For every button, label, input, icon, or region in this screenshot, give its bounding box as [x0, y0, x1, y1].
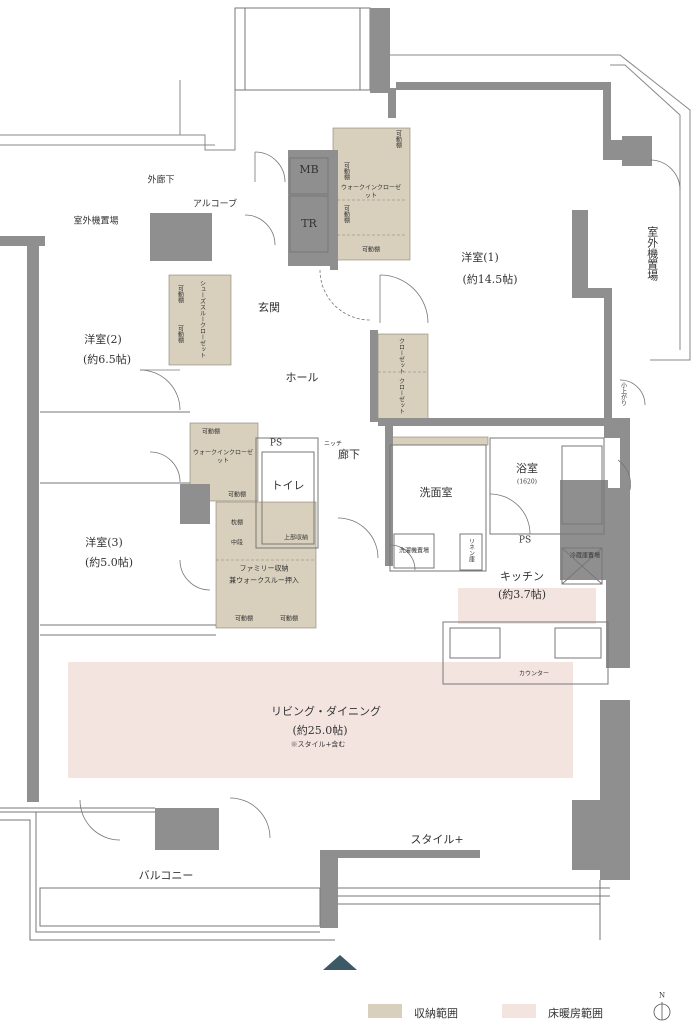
- floor-heating-living: [68, 662, 573, 778]
- room-living-area: (約25.0帖): [292, 724, 348, 738]
- label-wic-room2: ウォークインクローゼット: [193, 449, 254, 465]
- label-niche: ニッチ: [323, 440, 343, 448]
- label-pillow-shelf: 枕棚: [230, 519, 244, 527]
- label-wic-main: ウォークインクローゼット: [341, 184, 402, 200]
- room-western2-name: 洋室(2): [84, 333, 122, 347]
- label-movable-shelf-h: 可動棚: [342, 162, 350, 180]
- label-movable-shelf-i: 可動棚: [342, 205, 350, 223]
- room-western3-area: (約5.0帖): [84, 556, 134, 570]
- exterior-louvers: [234, 7, 371, 91]
- room-entrance: 玄関: [258, 301, 280, 315]
- room-kitchen-name: キッチン: [500, 570, 544, 584]
- label-shoe-closet: シューズスルークローゼット: [198, 280, 206, 358]
- label-tr: TR: [301, 217, 317, 231]
- legend-heating-swatch: [502, 1004, 536, 1018]
- room-balcony: バルコニー: [138, 869, 194, 883]
- room-bathroom-name: 浴室: [516, 462, 538, 476]
- room-western2-area: (約6.5帖): [82, 353, 132, 367]
- label-mb: MB: [299, 163, 319, 177]
- room-western1-name: 洋室(1): [461, 251, 499, 265]
- room-corridor: 廊下: [338, 448, 360, 462]
- label-movable-shelf-a: 可動棚: [361, 246, 381, 254]
- walls: [0, 8, 652, 928]
- entrance-arrow: [323, 955, 357, 970]
- label-outdoor-unit-right: 室外機置場: [645, 226, 659, 281]
- label-alcove: アルコーブ: [192, 199, 238, 210]
- legend-heating-label: 床暖房範囲: [548, 1007, 603, 1020]
- room-toilet: トイレ: [271, 479, 305, 493]
- label-movable-shelf-d: 可動棚: [234, 615, 254, 623]
- room-western3-name: 洋室(3): [85, 536, 123, 550]
- label-outer-corridor: 外廊下: [147, 175, 175, 186]
- label-upper-storage: 上部収納: [283, 534, 309, 542]
- room-bathroom-size: (1620): [517, 478, 537, 486]
- label-movable-shelf-g: 可動棚: [176, 325, 184, 343]
- doors: [79, 151, 681, 841]
- shelf-lines: [216, 199, 428, 561]
- label-family-storage: ファミリー収納: [239, 564, 289, 573]
- floor-heating-kitchen: [458, 588, 596, 624]
- legend-storage-label: 収納範囲: [414, 1007, 458, 1020]
- label-ps-b: PS: [518, 535, 532, 546]
- label-closet2: クローゼット: [397, 378, 405, 414]
- label-washing-machine: 洗濯機置場: [398, 547, 429, 555]
- room-hall: ホール: [285, 371, 319, 385]
- label-counter: カウンター: [518, 670, 550, 678]
- room-washroom: 洗面室: [419, 486, 453, 500]
- label-movable-shelf-c: 可動棚: [227, 491, 247, 499]
- label-closet1: クローゼット: [397, 338, 405, 374]
- room-kitchen-area: (約3.7帖): [497, 588, 547, 602]
- interior-lines: [0, 157, 610, 941]
- label-fridge: 冷蔵庫置場: [569, 552, 601, 560]
- room-western1-area: (約14.5帖): [462, 273, 518, 287]
- label-step-up: 小上がり: [619, 382, 627, 406]
- label-movable-shelf-j: 可動棚: [394, 130, 402, 148]
- legend-storage-swatch: [368, 1004, 402, 1018]
- label-movable-shelf-e: 可動棚: [279, 615, 299, 623]
- label-outdoor-unit-left: 室外機置場: [73, 216, 119, 227]
- compass-icon: [653, 1002, 671, 1021]
- label-ps-a: PS: [269, 438, 283, 449]
- label-linen: リネン庫: [467, 538, 475, 562]
- legend: 収納範囲 床暖房範囲: [368, 1004, 668, 1020]
- storage-zones: [168, 127, 489, 629]
- room-living-note: ※スタイル+含む: [290, 740, 346, 749]
- room-style-plus: スタイル+: [410, 833, 464, 847]
- label-movable-shelf-b: 可動棚: [201, 428, 221, 436]
- exterior-balcony-top: [0, 54, 691, 361]
- label-family-storage-sub: 兼ウォークスルー押入: [229, 576, 299, 585]
- compass-north-label: N: [658, 991, 666, 1000]
- label-movable-shelf-f: 可動棚: [176, 285, 184, 303]
- room-living-name: リビング・ダイニング: [271, 705, 381, 719]
- label-middle-shelf: 中段: [230, 539, 244, 547]
